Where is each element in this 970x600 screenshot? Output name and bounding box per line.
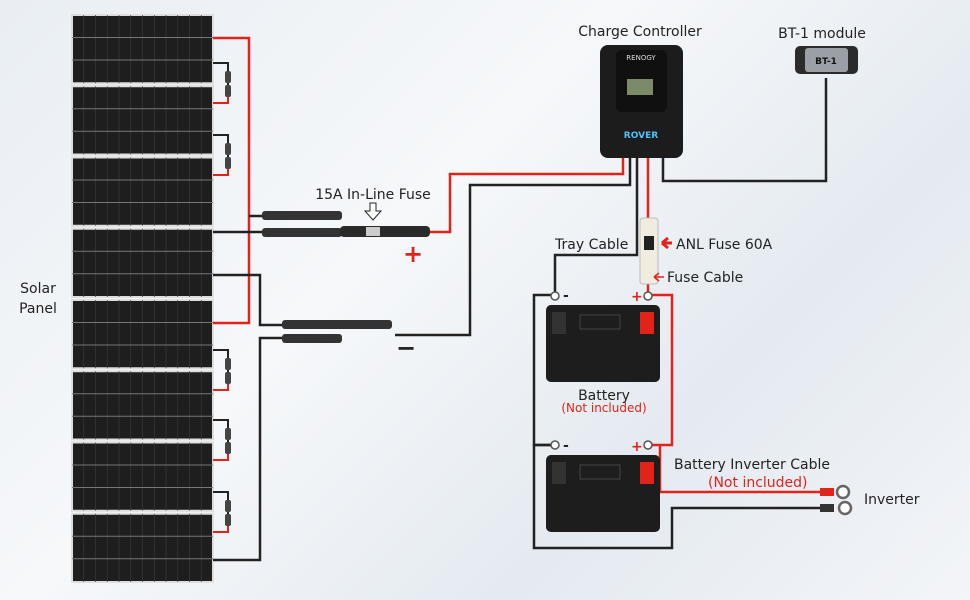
mc4-connector: [225, 157, 231, 169]
battery-1: [546, 305, 660, 382]
series-wire: [213, 491, 229, 533]
charge-controller-label: Charge Controller: [578, 24, 702, 40]
mc4-connector: [225, 85, 231, 97]
mc4-connector: [225, 500, 231, 512]
fuse-to-controller-wire: [430, 158, 625, 234]
pv-positive-sign: +: [403, 240, 423, 268]
pv-negative-sign: −: [396, 334, 416, 362]
mc4-branch-connector: [262, 228, 342, 237]
inline-fuse-body: [366, 227, 380, 236]
solar-panel-label-2: Panel: [19, 301, 57, 317]
negative-to-controller-wire: [395, 158, 632, 337]
pv-negative-wire2: [213, 336, 300, 562]
tray-cable-wire: [553, 158, 639, 295]
left-arrow-icon: [661, 236, 672, 250]
lcd-screen: [627, 79, 653, 95]
mc4-connector: [225, 442, 231, 454]
bt1-module-label: BT-1 module: [778, 26, 866, 42]
mc4-connector: [225, 358, 231, 370]
mc4-connector: [225, 514, 231, 526]
battery-not-included: (Not included): [561, 401, 646, 415]
anl-fuse-label: ANL Fuse 60A: [676, 237, 773, 253]
ring-terminals: [820, 484, 853, 516]
bt1-face-label: BT-1: [815, 57, 837, 67]
down-arrow-icon: [363, 202, 383, 221]
positive-sign: +: [631, 439, 643, 455]
cable-not-included: (Not included): [708, 475, 808, 491]
tray-cable-label: Tray Cable: [554, 237, 628, 253]
fuse-cable-label: Fuse Cable: [667, 270, 743, 286]
inverter-label: Inverter: [864, 492, 920, 508]
series-wire: [213, 134, 229, 176]
mc4-connector: [225, 71, 231, 83]
series-wire: [213, 349, 229, 391]
charge-controller: RENOGY ROVER: [600, 45, 683, 158]
anl-fuse: [639, 217, 659, 285]
negative-sign: -: [563, 288, 569, 304]
inverter-negative-cable: [532, 443, 825, 550]
bt1-cable: [661, 78, 828, 183]
left-arrow-icon: [653, 272, 664, 282]
mc4-connectors: [213, 62, 231, 533]
solar-panel-label: Solar: [20, 281, 56, 297]
battery-inverter-cable-label: Battery Inverter Cable: [674, 457, 830, 473]
series-wire: [213, 419, 229, 461]
series-wire: [213, 62, 229, 104]
pv-negative-wire: [213, 273, 300, 327]
pv-positive-wire: [213, 36, 251, 325]
mc4-connector: [225, 428, 231, 440]
battery-2: [546, 455, 660, 532]
bt1-module: BT-1: [795, 46, 858, 74]
controller-model: ROVER: [624, 131, 658, 141]
mc4-branch-connector: [282, 334, 342, 343]
mc4-branch-connector: [282, 320, 392, 329]
mc4-connector: [225, 372, 231, 384]
solar-panel-array: [71, 14, 214, 583]
mc4-connector: [225, 143, 231, 155]
positive-sign: +: [631, 289, 643, 305]
inline-fuse-label: 15A In-Line Fuse: [315, 187, 431, 203]
inline-fuse: [340, 226, 430, 237]
battery-label: Battery: [578, 388, 630, 404]
battery-terminals: [550, 291, 653, 450]
negative-sign: -: [563, 438, 569, 454]
controller-brand: RENOGY: [626, 54, 656, 62]
mc4-branch-connector: [262, 211, 342, 220]
